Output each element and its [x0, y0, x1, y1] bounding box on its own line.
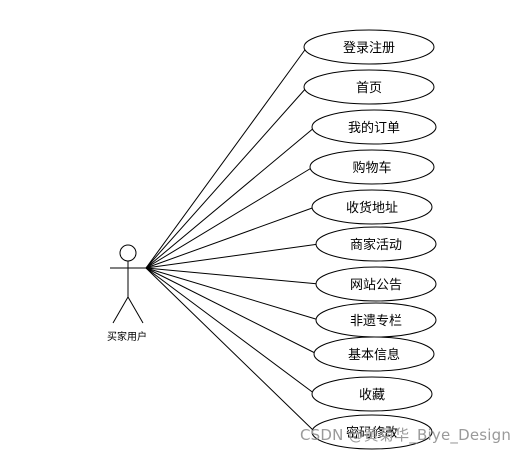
- association-line: [145, 267, 320, 285]
- use-case-ellipse: [313, 336, 435, 372]
- use-case: 我的订单: [311, 109, 437, 145]
- use-case-label: 密码修改: [346, 425, 398, 441]
- use-case-label: 首页: [356, 81, 382, 96]
- use-case-ellipse: [311, 414, 433, 450]
- use-case-label: 商家活动: [350, 237, 402, 253]
- use-case-label: 登录注册: [343, 41, 395, 56]
- association-line: [145, 206, 316, 269]
- association-line: [145, 86, 308, 269]
- association-line: [145, 166, 314, 269]
- association-line: [145, 267, 318, 355]
- use-case-label: 基本信息: [348, 347, 400, 363]
- association-lines: [145, 46, 320, 433]
- use-case: 收货地址: [311, 189, 433, 225]
- use-case-label: 购物车: [352, 160, 391, 176]
- use-case: 网站公告: [315, 266, 437, 302]
- use-case-ellipse: [303, 69, 435, 105]
- association-line: [145, 243, 320, 269]
- association-line: [145, 267, 316, 433]
- association-line: [145, 46, 308, 269]
- use-case-ellipse: [309, 149, 435, 185]
- use-case: 登录注册: [303, 29, 435, 65]
- use-case-ellipse: [311, 376, 433, 412]
- association-line: [145, 267, 316, 395]
- use-case: 密码修改: [311, 414, 433, 450]
- use-case-label: 非遗专栏: [350, 314, 402, 329]
- use-case: 基本信息: [313, 336, 435, 372]
- association-line: [145, 126, 316, 269]
- association-line: [145, 267, 320, 321]
- use-case-label: 网站公告: [350, 278, 402, 293]
- use-case-ellipse: [311, 109, 437, 145]
- use-case: 商家活动: [315, 226, 437, 262]
- use-case-ellipse: [311, 189, 433, 225]
- actor-head: [119, 244, 137, 262]
- actor-right-leg: [127, 296, 144, 324]
- use-case: 首页: [303, 69, 435, 105]
- use-case-ellipse: [315, 226, 437, 262]
- use-case-ellipse: [315, 266, 437, 302]
- use-case: 购物车: [309, 149, 435, 185]
- actor-buyer: 买家用户: [107, 244, 147, 343]
- actor-label: 买家用户: [107, 330, 147, 343]
- use-case-label: 收货地址: [346, 200, 398, 216]
- use-case-label: 我的订单: [348, 120, 400, 136]
- use-case-ellipse: [303, 29, 435, 65]
- watermark: CSDN @黄菊华_Biye_Design: [300, 426, 512, 444]
- use-case: 收藏: [311, 376, 433, 412]
- use-case: 非遗专栏: [315, 302, 437, 338]
- actor-left-leg: [112, 296, 129, 324]
- use-case-label: 收藏: [359, 388, 385, 403]
